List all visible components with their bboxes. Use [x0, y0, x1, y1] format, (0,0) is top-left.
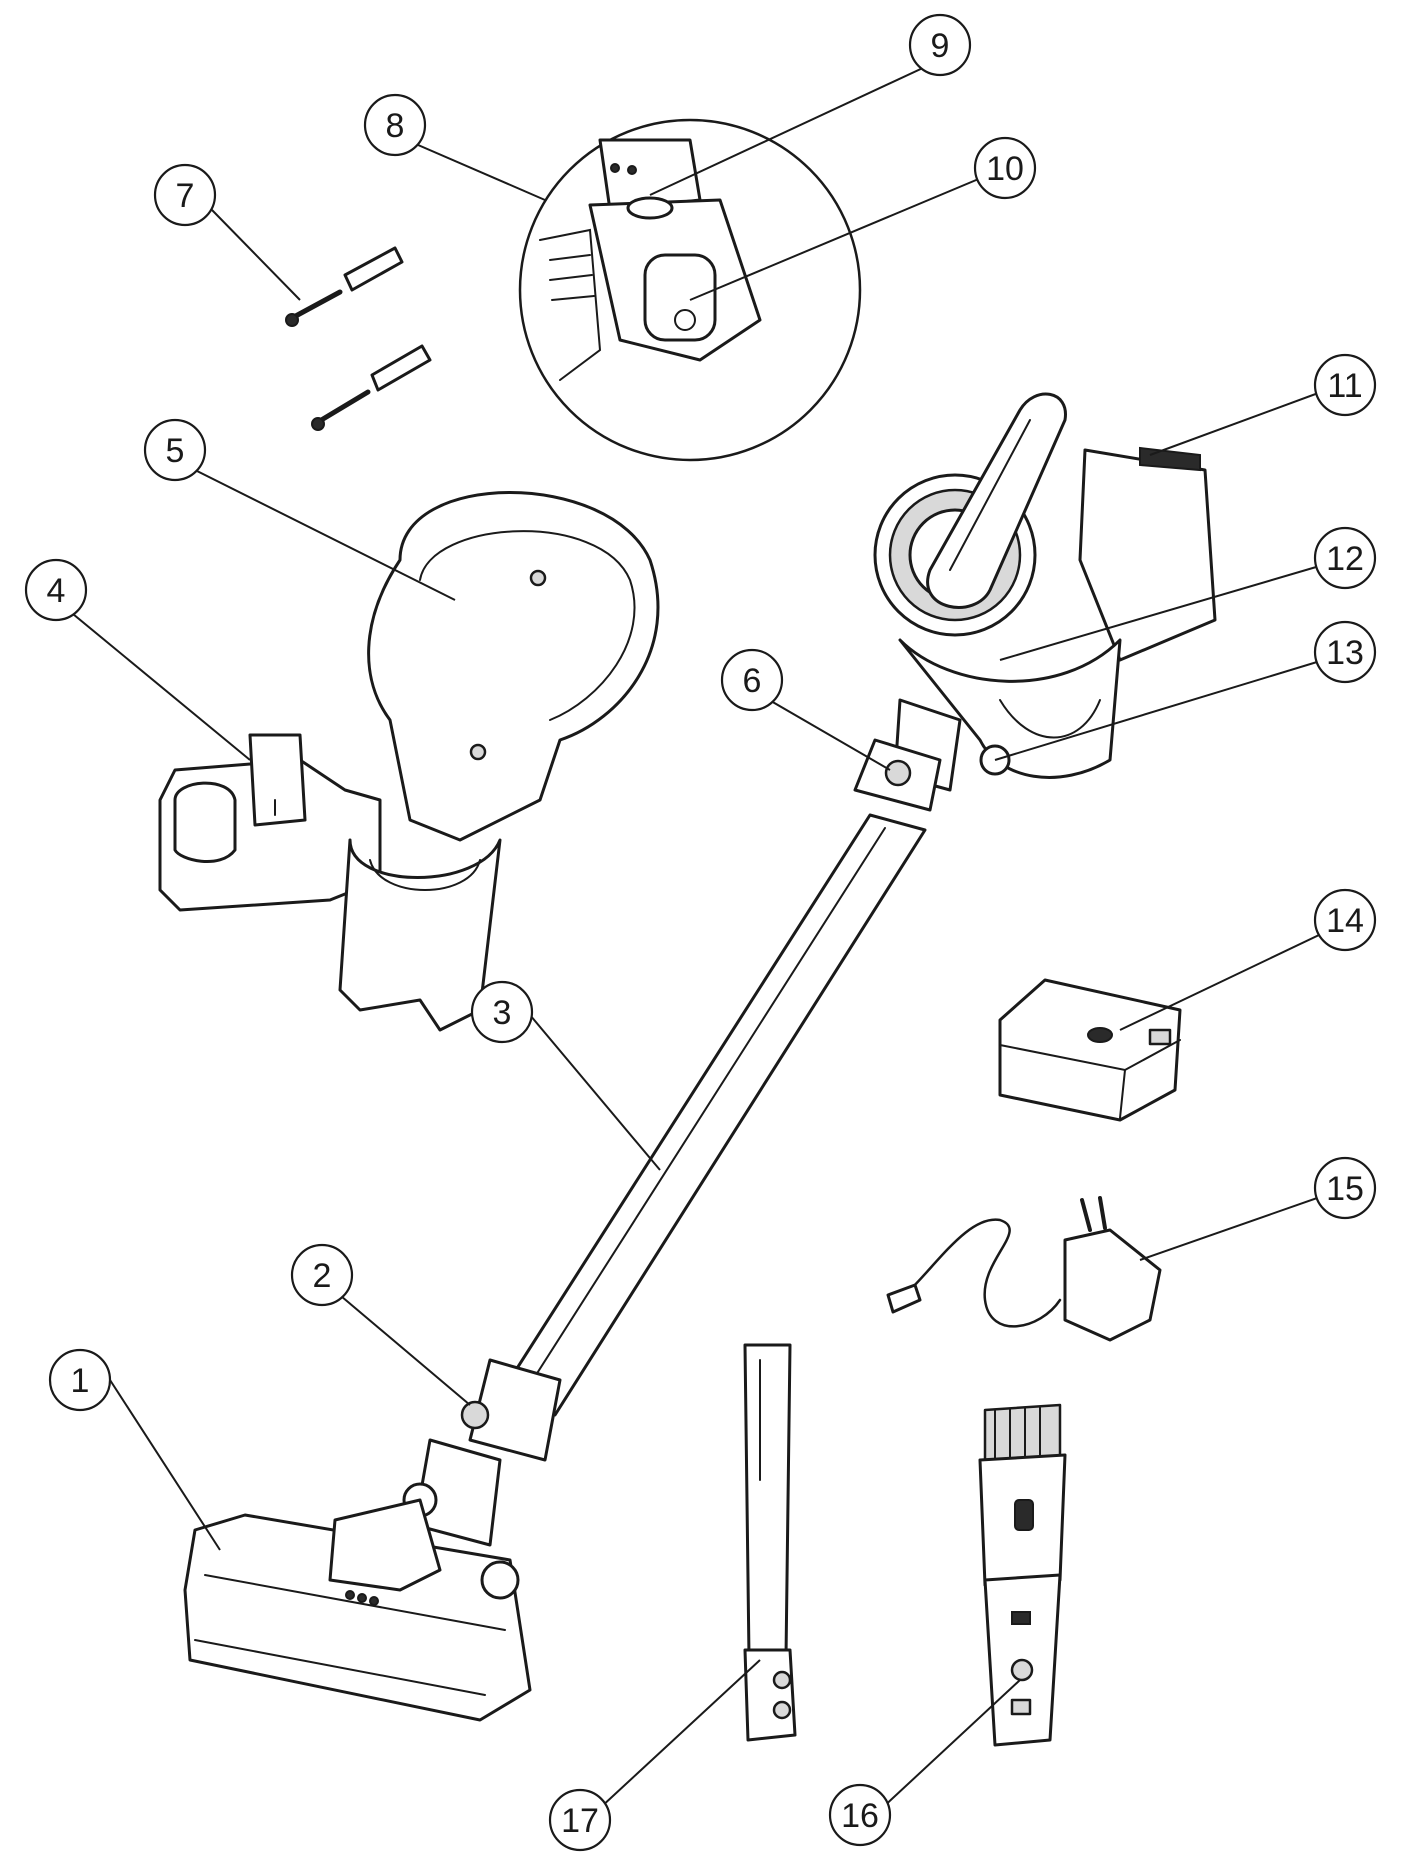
dusting-brush-tool	[978, 1403, 1067, 1747]
control-panel-zoom-detail	[518, 118, 862, 462]
callout-number: 1	[71, 1362, 90, 1400]
dust-cup	[898, 638, 1122, 779]
battery-connector	[1148, 1028, 1172, 1046]
callout-17: 17	[548, 1788, 612, 1852]
callout-number: 3	[493, 994, 512, 1032]
extension-tube	[498, 738, 942, 1417]
callout-number: 11	[1327, 367, 1362, 405]
mode-button	[626, 196, 674, 220]
charger-plug-tip	[886, 1283, 922, 1314]
callout-4: 4	[24, 558, 88, 622]
battery-slot-housing	[1078, 448, 1217, 662]
callout-12: 12	[1313, 526, 1377, 590]
callout-9: 9	[908, 13, 972, 77]
callout-14: 14	[1313, 888, 1377, 952]
callout-circle	[1313, 526, 1377, 590]
power-icon	[674, 309, 696, 331]
callout-number: 9	[931, 27, 950, 65]
wall-bracket-accessory-holder	[158, 733, 382, 912]
callout-number: 13	[1326, 634, 1364, 672]
callout-number: 8	[386, 107, 405, 145]
crevice-tool	[743, 1343, 797, 1742]
callout-6: 6	[720, 648, 784, 712]
callout-circle	[1313, 353, 1377, 417]
wall-bracket-main-plate	[338, 491, 660, 1032]
callout-16: 16	[828, 1783, 892, 1847]
callout-circle	[828, 1783, 892, 1847]
callout-number: 17	[561, 1802, 599, 1840]
leader-lines	[55, 59, 1341, 1811]
callout-circle	[153, 163, 217, 227]
callout-circle	[1313, 888, 1377, 952]
callout-circle	[1313, 620, 1377, 684]
callout-11: 11	[1313, 353, 1377, 417]
callout-15: 15	[1313, 1156, 1377, 1220]
callout-number: 4	[47, 572, 66, 610]
callout-3: 3	[470, 980, 534, 1044]
callout-number: 7	[176, 177, 195, 215]
callout-number: 6	[743, 662, 762, 700]
callout-circle	[1313, 1156, 1377, 1220]
callout-circle	[548, 1788, 612, 1852]
tube-release-button-bottom	[460, 1400, 490, 1430]
callout-circle	[720, 648, 784, 712]
tube-release-button-top	[884, 759, 912, 787]
callout-number: 10	[986, 150, 1024, 188]
callout-8: 8	[363, 93, 427, 157]
callout-number: 15	[1326, 1170, 1364, 1208]
callout-circle	[470, 980, 534, 1044]
callout-2: 2	[290, 1243, 354, 1307]
callout-7: 7	[153, 163, 217, 227]
callout-circle	[48, 1348, 112, 1412]
callout-number: 14	[1326, 902, 1364, 940]
callout-circle	[143, 418, 207, 482]
floor-brush-head	[183, 1358, 562, 1722]
screw-hole	[469, 743, 487, 761]
wall-screws-and-anchors	[285, 246, 432, 431]
callout-number: 5	[166, 432, 185, 470]
callout-5: 5	[143, 418, 207, 482]
callout-number: 16	[841, 1797, 879, 1835]
callout-13: 13	[1313, 620, 1377, 684]
charger-adapter	[886, 1196, 1162, 1342]
callout-number: 2	[313, 1257, 332, 1295]
callout-circle	[363, 93, 427, 157]
callout-number: 12	[1326, 540, 1364, 578]
battery-pack	[998, 978, 1182, 1122]
power-button-panel	[643, 253, 717, 342]
callout-10: 10	[973, 136, 1037, 200]
callout-circle	[24, 558, 88, 622]
screw-hole	[529, 569, 547, 587]
callout-circle	[908, 13, 972, 77]
callout-1: 1	[48, 1348, 112, 1412]
main-motor-unit	[873, 392, 1217, 792]
callout-circle	[290, 1243, 354, 1307]
callout-circle	[973, 136, 1037, 200]
